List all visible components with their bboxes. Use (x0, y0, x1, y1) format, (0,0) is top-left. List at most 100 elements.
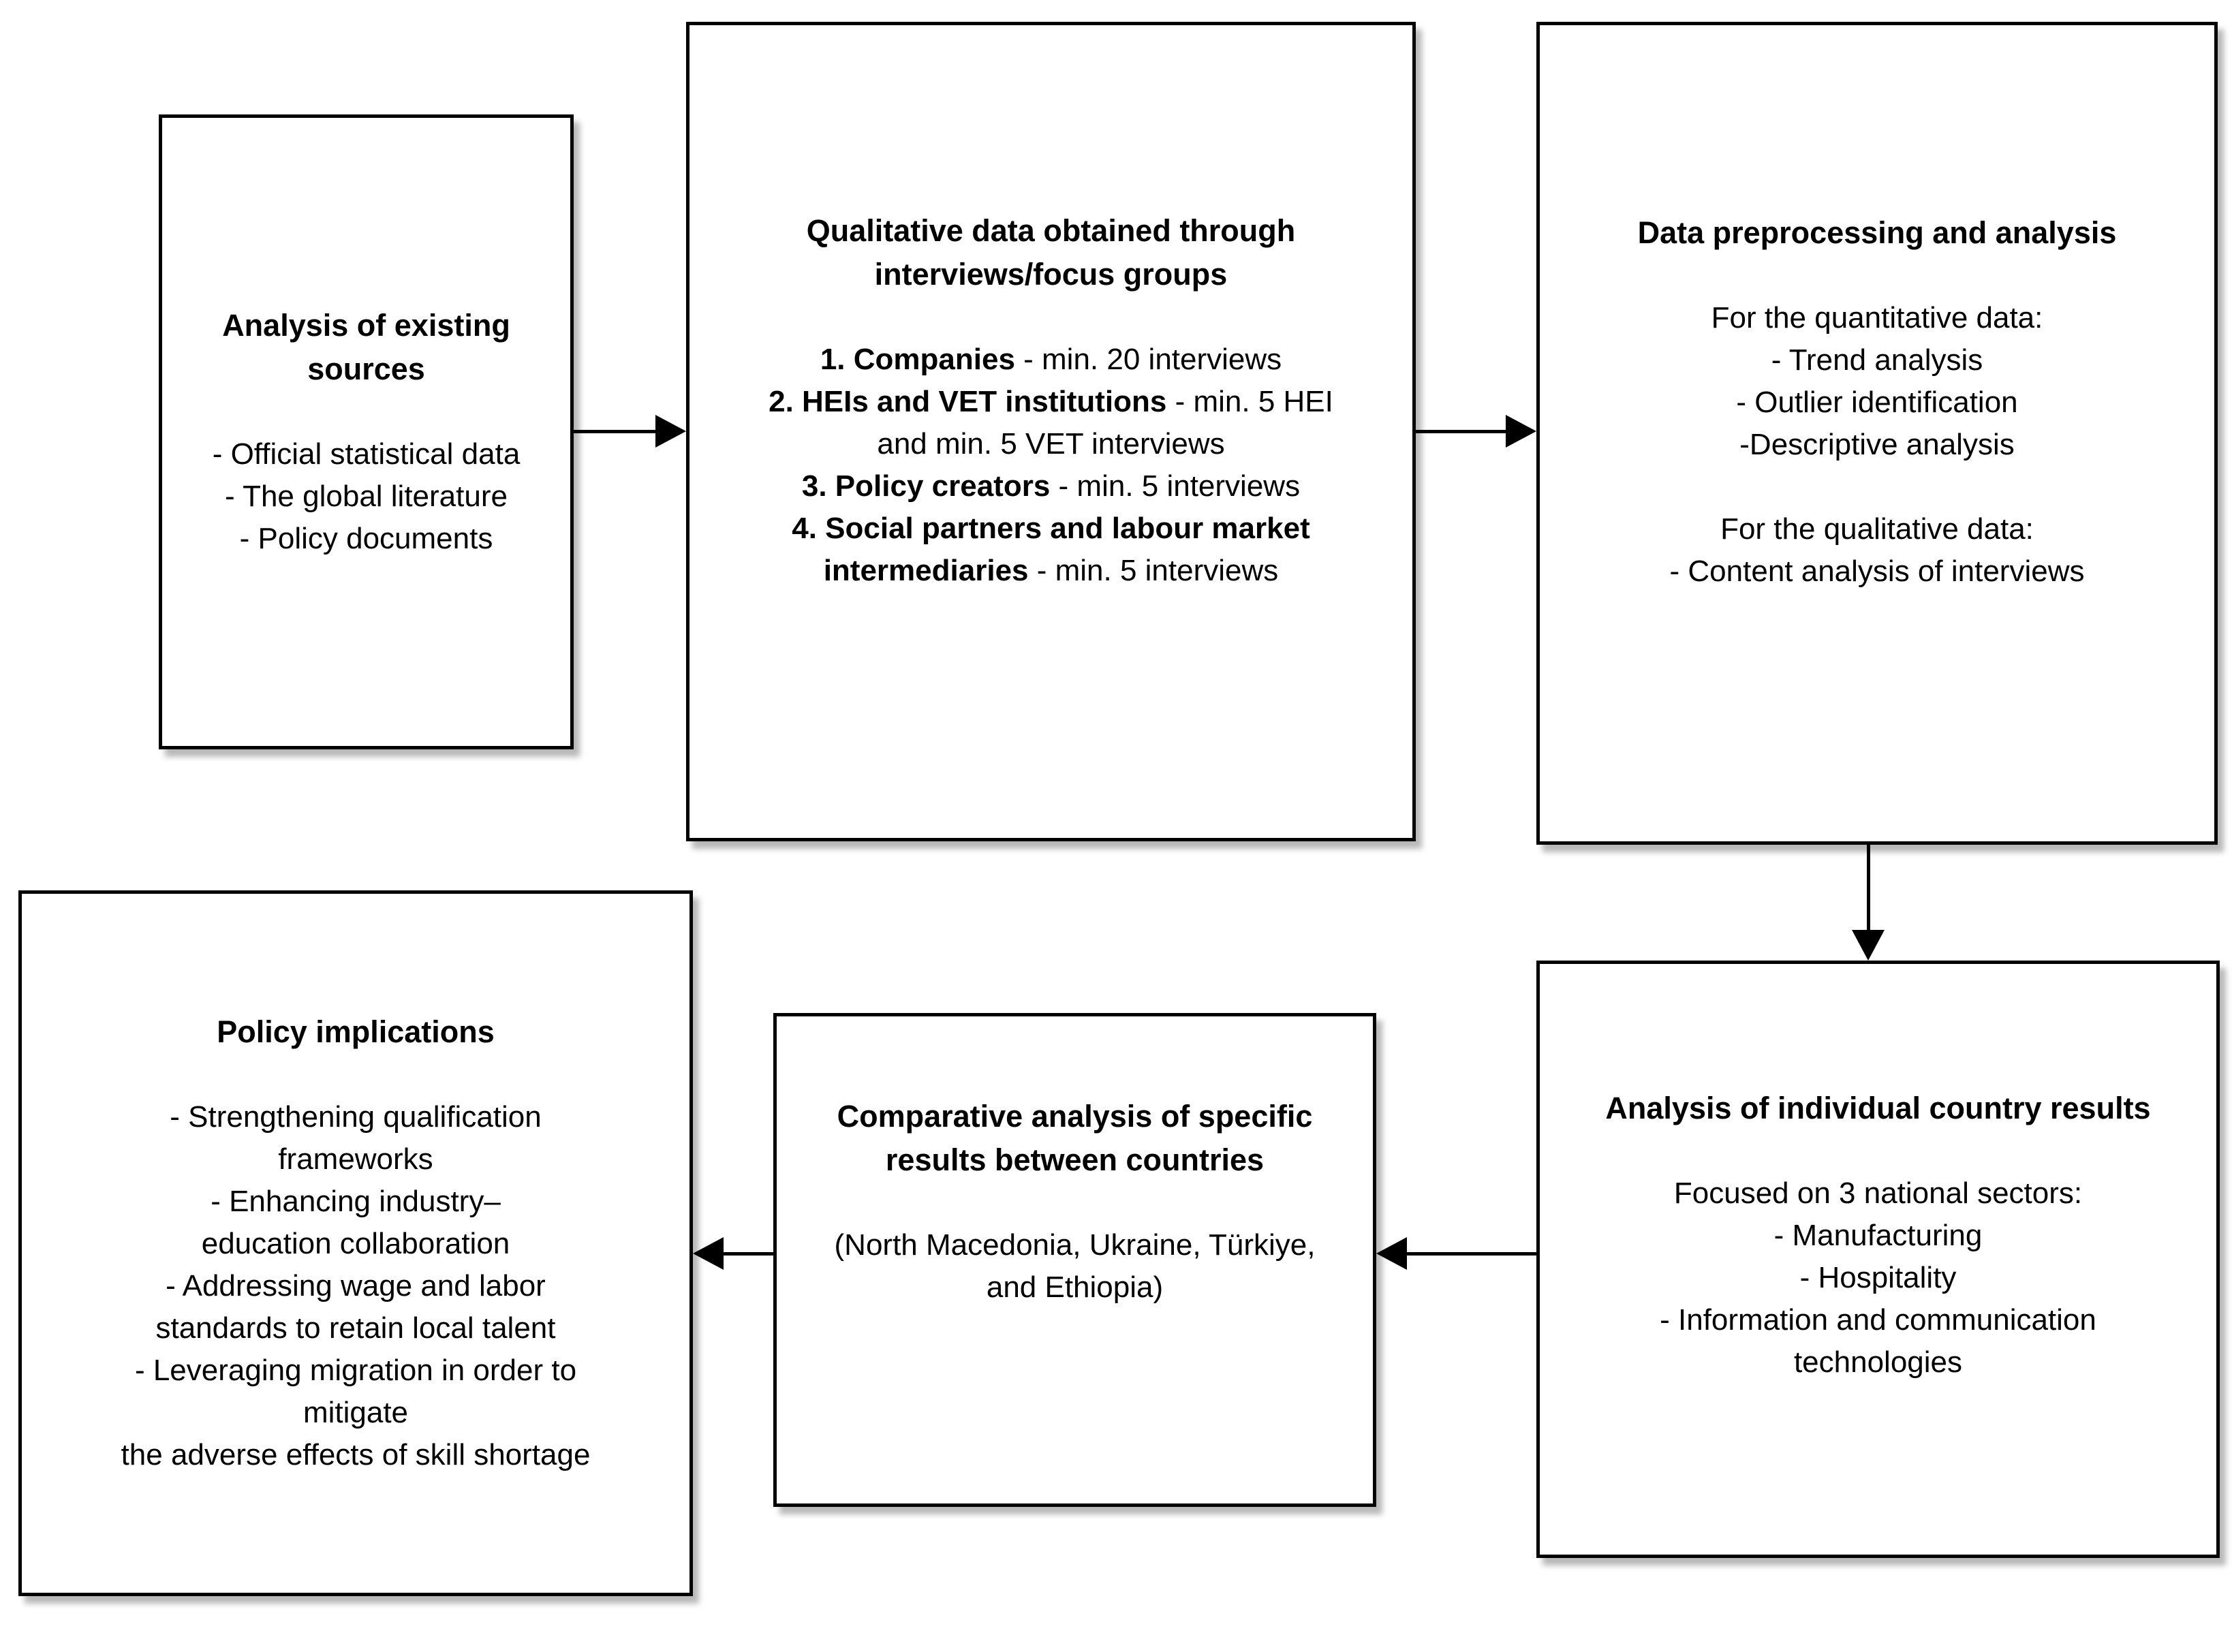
text-line: - Information and communication (1660, 1299, 2096, 1341)
text: - Manufacturing (1773, 1218, 1983, 1252)
box-body: For the quantitative data: - Trend analys… (1670, 297, 2085, 593)
text-line: the adverse effects of skill shortage (121, 1434, 591, 1476)
flow-arrow-qualitative-to-preprocessing (1416, 415, 1536, 448)
text: - Information and communication (1660, 1303, 2096, 1337)
text-line: - Official statistical data (213, 433, 521, 476)
arrow-shaft (1416, 430, 1509, 433)
text: - Trend analysis (1771, 343, 1983, 377)
text-line: 1. Companies - min. 20 interviews (769, 339, 1333, 381)
text: - min. 5 HEI (1166, 384, 1333, 418)
arrowhead-left-icon (1376, 1237, 1407, 1270)
flow-arrow-comparative-to-policy (693, 1237, 773, 1270)
text-line: mitigate (121, 1392, 591, 1434)
box-body: Focused on 3 national sectors: - Manufact… (1660, 1172, 2096, 1384)
flow-arrow-sources-to-qualitative (574, 415, 686, 448)
text-line: intermediaries - min. 5 interviews (769, 550, 1333, 592)
text: education collaboration (201, 1227, 510, 1260)
title-line: results between countries (885, 1142, 1265, 1177)
arrowhead-down-icon (1852, 930, 1885, 961)
text-line: - Strengthening qualification (121, 1096, 591, 1138)
text: and Ethiopia) (986, 1270, 1164, 1304)
flowchart-box-data-preprocessing: Data preprocessing and analysis For the … (1536, 22, 2218, 845)
text-line: - Addressing wage and labor (121, 1265, 591, 1307)
text-line: For the quantitative data: (1670, 297, 2085, 339)
title-line: Comparative analysis of specific (837, 1098, 1313, 1134)
text: - Leveraging migration in order to (134, 1354, 577, 1387)
text: mitigate (303, 1396, 409, 1429)
text-line: - The global literature (213, 476, 521, 518)
title-line: Qualitative data obtained through (806, 213, 1296, 248)
flowchart-box-qualitative-data: Qualitative data obtained through intervi… (686, 22, 1416, 841)
text: - Strengthening qualification (170, 1100, 542, 1134)
text: - Policy documents (239, 522, 493, 555)
text-line: (North Macedonia, Ukraine, Türkiye, (835, 1224, 1316, 1266)
title-line: Policy implications (217, 1014, 495, 1049)
text-line: - Hospitality (1660, 1257, 2096, 1299)
text-line: technologies (1660, 1341, 2096, 1384)
arrow-shaft (1406, 1252, 1536, 1256)
flowchart-box-policy-implications: Policy implications - Strengthening qual… (18, 890, 693, 1596)
bold-text: 4. Social partners and labour market (792, 511, 1310, 545)
text-line (1670, 466, 2085, 508)
title-line: interviews/focus groups (874, 256, 1228, 292)
box-body: - Official statistical data - The global … (213, 433, 521, 560)
arrowhead-right-icon (1506, 415, 1536, 448)
arrowhead-right-icon (655, 415, 686, 448)
text: (North Macedonia, Ukraine, Türkiye, (834, 1228, 1316, 1262)
text: For the qualitative data: (1720, 512, 2034, 546)
text-line: - Enhancing industry– (121, 1181, 591, 1223)
box-title: Qualitative data obtained through intervi… (807, 209, 1296, 296)
bold-text: 2. HEIs and VET institutions (769, 384, 1167, 418)
text: and min. 5 VET interviews (877, 426, 1225, 461)
text-line: frameworks (121, 1138, 591, 1181)
box-title: Policy implications (217, 1010, 495, 1054)
text: - min. 5 interviews (1028, 553, 1279, 587)
text: -Descriptive analysis (1739, 428, 2015, 461)
text: Focused on 3 national sectors: (1673, 1176, 2083, 1210)
text: the adverse effects of skill shortage (121, 1438, 591, 1471)
text-line: - Outlier identification (1670, 381, 2085, 424)
text: - min. 20 interviews (1014, 342, 1282, 376)
text-line: 4. Social partners and labour market (769, 508, 1333, 550)
text: frameworks (278, 1142, 433, 1176)
title-line: Analysis of individual country results (1605, 1090, 2151, 1125)
bold-text: 3. Policy creators (801, 469, 1051, 503)
flowchart-box-individual-country-results: Analysis of individual country results F… (1536, 961, 2220, 1558)
text: - min. 5 interviews (1050, 469, 1301, 503)
text: - The global literature (225, 480, 508, 513)
text-line: education collaboration (121, 1223, 591, 1265)
arrow-shaft (1867, 845, 1870, 933)
text-line: standards to retain local talent (121, 1307, 591, 1350)
text: - Official statistical data (212, 437, 521, 471)
text-line: - Trend analysis (1670, 339, 2085, 381)
box-title: Comparative analysis of specific results … (837, 1095, 1313, 1182)
arrowhead-left-icon (693, 1237, 724, 1270)
text: - Hospitality (1799, 1260, 1957, 1294)
text-line: and min. 5 VET interviews (769, 423, 1333, 465)
text-line: and Ethiopia) (835, 1266, 1316, 1309)
bold-text: 1. Companies (820, 342, 1015, 376)
arrow-shaft (574, 430, 659, 433)
title-line: sources (307, 352, 425, 386)
bold-text: intermediaries (823, 553, 1029, 587)
text: - Outlier identification (1736, 386, 2018, 419)
text-line: - Manufacturing (1660, 1215, 2096, 1257)
flowchart-box-comparative-analysis: Comparative analysis of specific results … (773, 1013, 1376, 1507)
box-title: Data preprocessing and analysis (1638, 211, 2117, 255)
text: For the quantitative data: (1711, 301, 2043, 334)
text-line: - Content analysis of interviews (1670, 550, 2085, 593)
title-line: Data preprocessing and analysis (1637, 215, 2117, 250)
text-line: Focused on 3 national sectors: (1660, 1172, 2096, 1215)
text: - Enhancing industry– (211, 1185, 501, 1218)
box-body: - Strengthening qualification frameworks -… (121, 1096, 591, 1476)
flow-arrow-country-results-to-comparative (1376, 1237, 1536, 1270)
text-line: 2. HEIs and VET institutions - min. 5 HE… (769, 381, 1333, 423)
text-line: - Leveraging migration in order to (121, 1350, 591, 1392)
text-line: -Descriptive analysis (1670, 424, 2085, 466)
text-line: 3. Policy creators - min. 5 interviews (769, 465, 1333, 508)
text: standards to retain local talent (155, 1311, 556, 1345)
